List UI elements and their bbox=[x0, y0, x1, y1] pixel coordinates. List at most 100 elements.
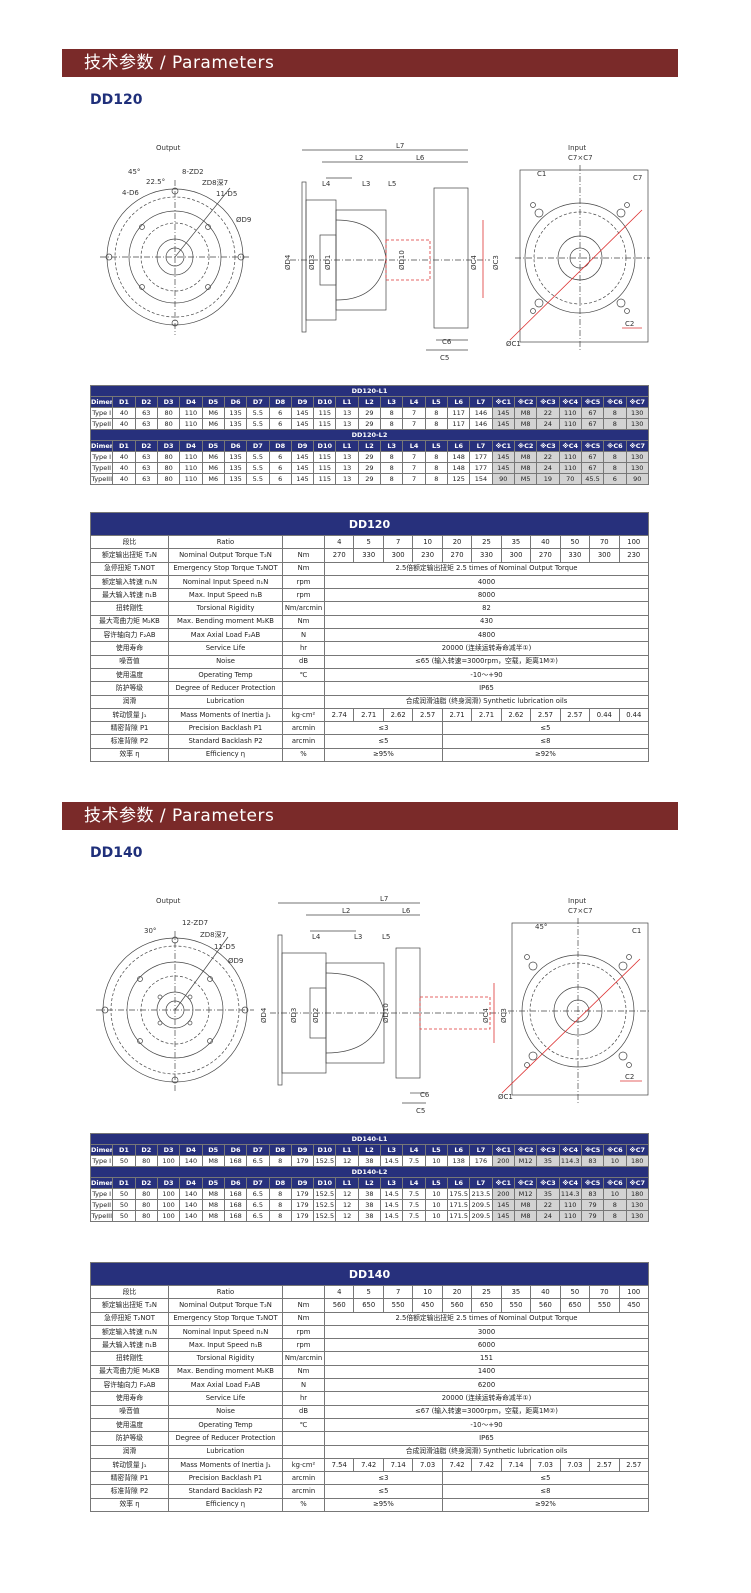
dim-header-cell: L2 bbox=[357, 1177, 382, 1189]
cell: 19 bbox=[536, 473, 560, 485]
cell: 115 bbox=[313, 462, 337, 474]
cell: 145 bbox=[491, 451, 515, 463]
input-label: Input bbox=[568, 144, 586, 152]
param-name-en: Degree of Reducer Protection bbox=[168, 681, 283, 696]
param-value: 2.57 bbox=[589, 1457, 620, 1473]
param-value: IP65 bbox=[324, 1431, 649, 1446]
row-label: TypeII bbox=[89, 462, 114, 474]
cell: 29 bbox=[357, 407, 382, 419]
param-name-cn: 润滑 bbox=[90, 694, 169, 709]
cell: M12 bbox=[513, 1188, 538, 1200]
drawing-label-1: 12-ZD7 bbox=[182, 919, 208, 927]
cell: 168 bbox=[223, 1188, 248, 1200]
cell: M8 bbox=[513, 418, 538, 430]
dim-header-cell: L6 bbox=[446, 396, 471, 408]
cell: 6 bbox=[268, 473, 292, 485]
cell: 110 bbox=[179, 451, 203, 463]
cell: 110 bbox=[179, 418, 203, 430]
cell: 125 bbox=[446, 473, 471, 485]
dim-header-cell: D2 bbox=[134, 1144, 158, 1156]
cell: 100 bbox=[156, 1155, 181, 1167]
dim-header-cell: Dimension bbox=[89, 440, 114, 452]
cell: 14.5 bbox=[380, 1199, 404, 1211]
cell: 130 bbox=[625, 407, 649, 419]
drawing-label-25: ØC1 bbox=[506, 340, 521, 348]
drawing-label-24: C7 bbox=[633, 174, 642, 182]
drawing-label-3: 4-D6 bbox=[122, 189, 139, 197]
param-name-en: Max Axial Load F₂AB bbox=[168, 1378, 283, 1393]
param-unit: Nm bbox=[282, 548, 325, 563]
param-unit: dB bbox=[282, 654, 325, 669]
dim-header-cell: D2 bbox=[134, 440, 158, 452]
drawing-label-22: C1 bbox=[632, 927, 641, 935]
param-name-en: Service Life bbox=[168, 1391, 283, 1406]
param-name-en: Service Life bbox=[168, 641, 283, 656]
param-name-cn: 使用寿命 bbox=[90, 641, 169, 656]
param-value: 7.54 bbox=[323, 1457, 355, 1473]
drawing-label-13: L5 bbox=[388, 180, 396, 188]
cell: 6 bbox=[268, 407, 292, 419]
cell: 115 bbox=[313, 418, 337, 430]
drawing-label-19: ØC3 bbox=[492, 255, 500, 270]
dim-header-cell: ※C6 bbox=[603, 396, 627, 408]
param-value: 2.71 bbox=[441, 707, 473, 723]
param-value: 560 bbox=[441, 1298, 473, 1313]
drawing-label-17: ØD10 bbox=[398, 250, 406, 270]
cell: 200 bbox=[491, 1188, 515, 1200]
drawing-label-10: L6 bbox=[416, 154, 425, 162]
cell: M5 bbox=[513, 473, 538, 485]
param-name-cn: 防护等级 bbox=[90, 681, 169, 696]
cell: 6.5 bbox=[246, 1188, 270, 1200]
cell: 8 bbox=[268, 1155, 292, 1167]
dim-header-cell: D1 bbox=[112, 396, 136, 408]
param-unit: ℃ bbox=[282, 1417, 325, 1433]
ratio-cell: Ratio bbox=[168, 1284, 283, 1300]
cell: 6 bbox=[268, 451, 292, 463]
param-unit: rpm bbox=[282, 588, 325, 603]
param-name-cn: 使用温度 bbox=[90, 667, 169, 683]
dim-header-cell: D8 bbox=[268, 440, 292, 452]
dim-header-cell: D1 bbox=[112, 1177, 136, 1189]
param-value: 2.62 bbox=[382, 707, 414, 723]
drawing-label-9: L2 bbox=[355, 154, 363, 162]
ratio-cell: 7 bbox=[382, 534, 414, 550]
cell: 80 bbox=[156, 473, 181, 485]
cell: 80 bbox=[134, 1199, 158, 1211]
param-value: 2.57 bbox=[530, 707, 561, 723]
param-unit: Nm bbox=[282, 561, 325, 576]
param-value: 450 bbox=[618, 1298, 650, 1313]
cell: 145 bbox=[290, 473, 315, 485]
cell: 50 bbox=[112, 1188, 136, 1200]
cell: 7 bbox=[402, 462, 426, 474]
dim-header-cell: ※C5 bbox=[580, 440, 605, 452]
dim-header-cell: D7 bbox=[246, 1177, 270, 1189]
dim-header-cell: L3 bbox=[380, 440, 404, 452]
cell: 152.5 bbox=[313, 1199, 337, 1211]
row-label: Type I bbox=[89, 1188, 114, 1200]
drawing-label-23: ØC1 bbox=[498, 1093, 513, 1101]
cell: 6.5 bbox=[246, 1155, 270, 1167]
cell: 24 bbox=[536, 462, 560, 474]
ratio-cell: 4 bbox=[323, 534, 355, 550]
drawing-label-11: L3 bbox=[354, 933, 362, 941]
cell: 8 bbox=[424, 407, 449, 419]
dim-header-cell: L4 bbox=[402, 1177, 426, 1189]
cell: 8 bbox=[380, 418, 404, 430]
drawing-svg: Output Input C7×C7 12-ZD7 ZD8深7 11-D5 ØD… bbox=[96, 895, 650, 1115]
row-label: TypeII bbox=[89, 1199, 114, 1211]
cell: 5.5 bbox=[246, 407, 270, 419]
cell: 40 bbox=[112, 451, 136, 463]
param-value: 7.03 bbox=[530, 1457, 561, 1473]
cell: M8 bbox=[513, 462, 538, 474]
dim-header-cell: D6 bbox=[223, 1177, 248, 1189]
param-value: 2.74 bbox=[323, 707, 355, 723]
param-value: 151 bbox=[324, 1351, 649, 1366]
drawing-label-7: 45° bbox=[128, 168, 140, 176]
cell: 148 bbox=[446, 451, 471, 463]
dim-header-cell: ※C7 bbox=[625, 1177, 649, 1189]
